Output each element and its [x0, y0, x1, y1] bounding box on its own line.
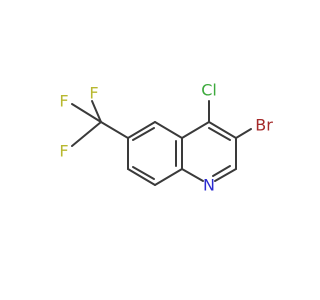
bond-c4-c3 — [208, 121, 237, 139]
atom-n: N — [203, 176, 215, 195]
bond-c7-c8-inner — [132, 166, 155, 180]
atom-f2: F — [89, 84, 98, 103]
bond-c3-br — [235, 128, 252, 139]
bonds — [71, 100, 252, 186]
bond-c2-n — [214, 168, 237, 182]
atom-cl: Cl — [201, 81, 217, 100]
bond-c5-c4a-inner — [132, 127, 155, 141]
bond-c-f1 — [71, 103, 102, 123]
bond-c4a-c4 — [181, 121, 210, 139]
atom-f1: F — [59, 92, 68, 111]
bond-c-f2 — [91, 100, 102, 123]
bond-c5-c4a — [127, 121, 156, 139]
bond-c-c6 — [100, 121, 129, 139]
bond-c4-c3-inner — [208, 127, 231, 141]
bond-c-f3 — [71, 121, 102, 147]
bond-c7-c8 — [127, 168, 156, 186]
bond-c2-n-inner — [212, 165, 231, 177]
bond-c8-c8a — [154, 168, 183, 186]
atom-labels: F F F Cl Br N — [59, 81, 273, 195]
atom-f3: F — [59, 142, 68, 161]
bond-c4a-c5 — [154, 121, 183, 139]
molecule-structure: F F F Cl Br N — [59, 81, 273, 195]
bond-n-c8a — [181, 168, 204, 182]
atom-br: Br — [255, 116, 273, 135]
